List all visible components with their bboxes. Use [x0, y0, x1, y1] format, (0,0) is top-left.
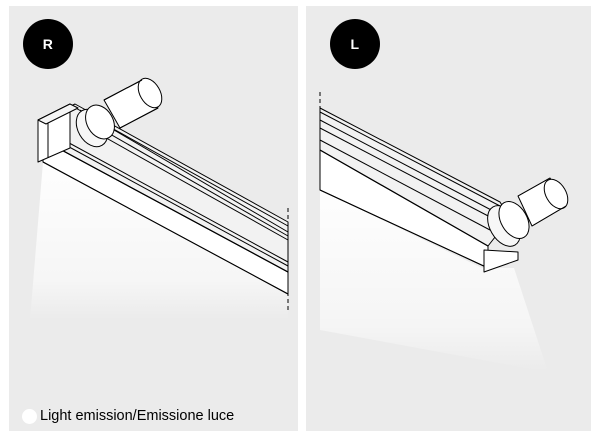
connector-right	[75, 77, 163, 148]
view-badge-r: R	[23, 19, 73, 69]
legend: Light emission/Emissione luce	[22, 408, 234, 424]
legend-text: Light emission/Emissione luce	[40, 408, 235, 424]
profile-left-assembly	[319, 92, 569, 372]
light-dot-icon	[22, 408, 37, 424]
light-emission-left	[320, 190, 548, 372]
profile-right-assembly	[30, 77, 289, 320]
view-badge-l: L	[330, 19, 380, 69]
view-badge-l-label: L	[350, 36, 360, 52]
light-emission-right	[30, 162, 288, 320]
connector-left	[487, 177, 569, 247]
view-badge-r-label: R	[42, 36, 54, 52]
